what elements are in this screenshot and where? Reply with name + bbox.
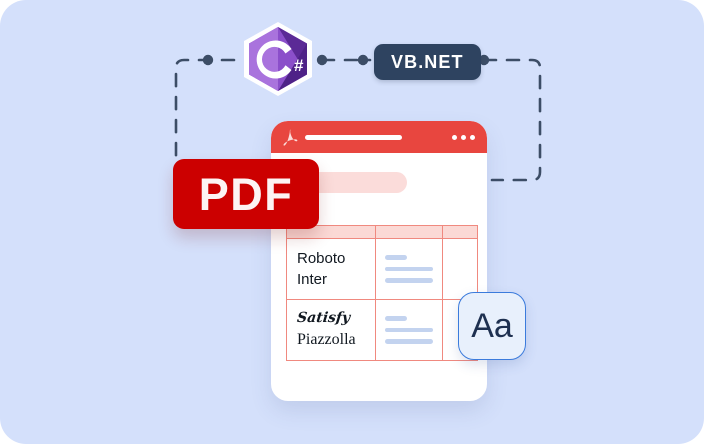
text-line-placeholder	[385, 339, 433, 344]
table-header-cell-lines	[375, 225, 443, 239]
table-header-row	[286, 225, 478, 239]
text-line-placeholder	[385, 266, 433, 272]
font-sample-piazzolla: Piazzolla	[297, 330, 356, 348]
text-line-placeholder	[385, 316, 407, 321]
font-sample-roboto: Roboto	[297, 249, 346, 267]
ellipsis-icon[interactable]	[452, 134, 475, 140]
font-name-cell: Satisfy Piazzolla	[286, 299, 376, 361]
connector-node	[202, 54, 214, 66]
svg-text:#: #	[294, 56, 304, 75]
font-name-cell: Roboto Inter	[286, 238, 376, 300]
connector-node	[357, 54, 369, 66]
table-header-cell-empty	[442, 225, 478, 239]
pdf-label: PDF	[198, 168, 294, 220]
csharp-hexagon-logo: #	[244, 22, 312, 96]
vbnet-badge[interactable]: VB.NET	[374, 44, 481, 80]
font-sample-inter: Inter	[297, 271, 328, 288]
document-title-placeholder	[305, 134, 402, 140]
connector-node	[316, 54, 328, 66]
aa-label: Aa	[471, 307, 513, 345]
document-header-bar	[271, 121, 487, 153]
text-line-placeholder	[385, 327, 433, 333]
connector-node	[478, 54, 490, 66]
font-lines-cell	[375, 238, 443, 300]
vbnet-label: VB.NET	[391, 51, 464, 72]
font-lines-cell	[375, 299, 443, 361]
table-row: Roboto Inter	[286, 238, 478, 300]
text-line-placeholder	[385, 255, 407, 260]
table-row: Satisfy Piazzolla	[286, 299, 478, 361]
acrobat-pdf-icon	[283, 129, 298, 146]
font-sample-satisfy: Satisfy	[296, 309, 351, 326]
document-heading-placeholder	[290, 172, 407, 193]
font-table: Roboto Inter Satisfy Piazzolla	[286, 225, 478, 361]
typography-aa-badge[interactable]: Aa	[458, 292, 526, 360]
pdf-badge[interactable]: PDF	[173, 159, 319, 229]
font-empty-cell	[442, 238, 478, 300]
text-line-placeholder	[385, 278, 433, 283]
